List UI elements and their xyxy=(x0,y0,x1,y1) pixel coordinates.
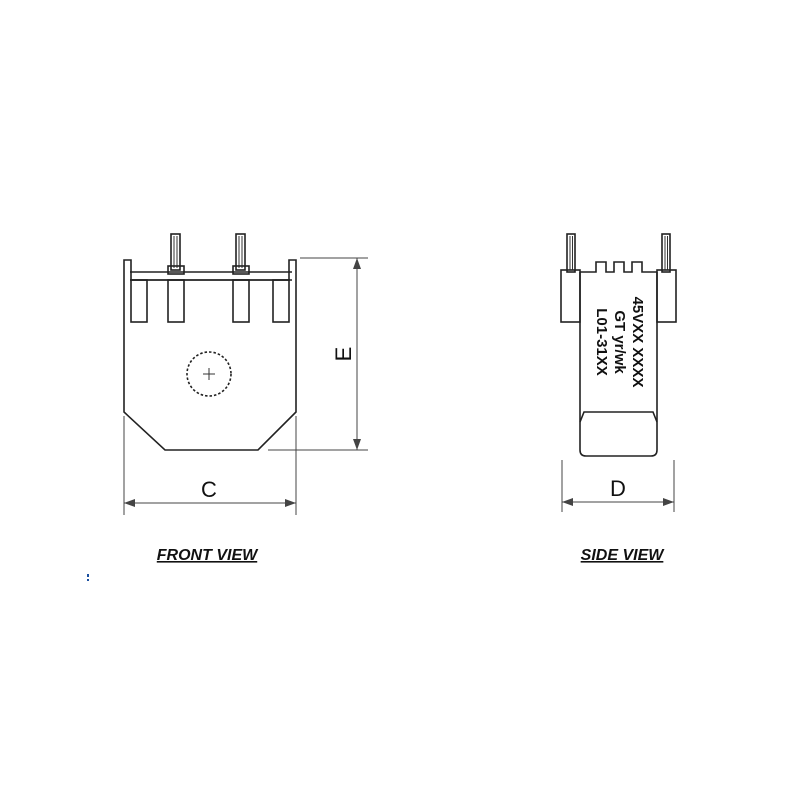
side-view-drawing xyxy=(560,233,677,457)
stray-mark xyxy=(87,574,89,577)
dimension-e xyxy=(268,257,368,451)
front-lead-wires xyxy=(170,233,246,271)
dimension-c xyxy=(123,416,297,515)
front-view-title: FRONT VIEW xyxy=(157,547,259,564)
side-view-title: SIDE VIEW xyxy=(581,547,666,564)
dimension-d xyxy=(561,460,675,512)
dimension-e-label: E xyxy=(331,347,356,362)
side-marking: L01-31XX GT yr/wk 45VXX XXXX xyxy=(593,297,646,388)
stray-mark-2 xyxy=(87,579,89,581)
side-right-terminal xyxy=(656,269,677,323)
dimension-c-label: C xyxy=(201,477,217,502)
side-body-outline xyxy=(579,261,658,457)
side-left-terminal xyxy=(560,269,581,323)
front-header-bar xyxy=(130,265,292,281)
front-body-outline xyxy=(123,259,297,451)
side-lead-wires xyxy=(566,233,671,273)
mounting-hole xyxy=(186,351,232,397)
dimension-d-label: D xyxy=(610,476,626,501)
marking-line-1: L01-31XX xyxy=(593,308,610,376)
marking-line-3: 45VXX XXXX xyxy=(629,297,646,388)
marking-line-2: GT yr/wk xyxy=(611,310,628,374)
front-terminal-posts xyxy=(130,279,290,323)
front-view-drawing xyxy=(123,233,297,451)
side-base-inner xyxy=(579,411,658,423)
